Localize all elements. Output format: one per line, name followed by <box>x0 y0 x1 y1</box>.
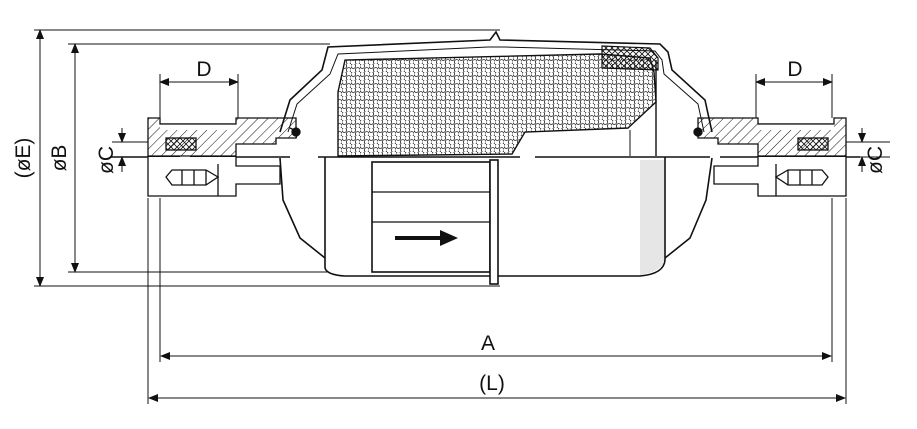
dimension-c-left <box>112 128 148 172</box>
label-dim-c-right: øC <box>864 146 887 174</box>
label-dim-b: øB <box>48 145 71 172</box>
flow-direction <box>395 230 458 246</box>
right-fitting <box>693 117 847 197</box>
dimension-c-right <box>846 128 890 172</box>
label-dim-d-right: D <box>787 58 802 81</box>
label-dim-d-left: D <box>196 58 211 81</box>
label-dim-c-left: øC <box>95 146 118 174</box>
dimension-d-left <box>159 74 239 118</box>
arrow-right-icon <box>440 230 458 246</box>
dimension-e <box>34 29 500 287</box>
dimension-a <box>159 198 833 362</box>
dimension-b <box>68 43 330 273</box>
label-dim-e: (øE) <box>12 138 35 179</box>
desiccant-core <box>337 53 657 157</box>
left-fitting <box>147 117 301 197</box>
filter-pad <box>601 45 659 71</box>
dimension-l <box>147 198 847 404</box>
dimension-d-right <box>755 74 833 118</box>
label-dim-l: (L) <box>479 372 505 395</box>
label-dim-a: A <box>481 332 495 355</box>
